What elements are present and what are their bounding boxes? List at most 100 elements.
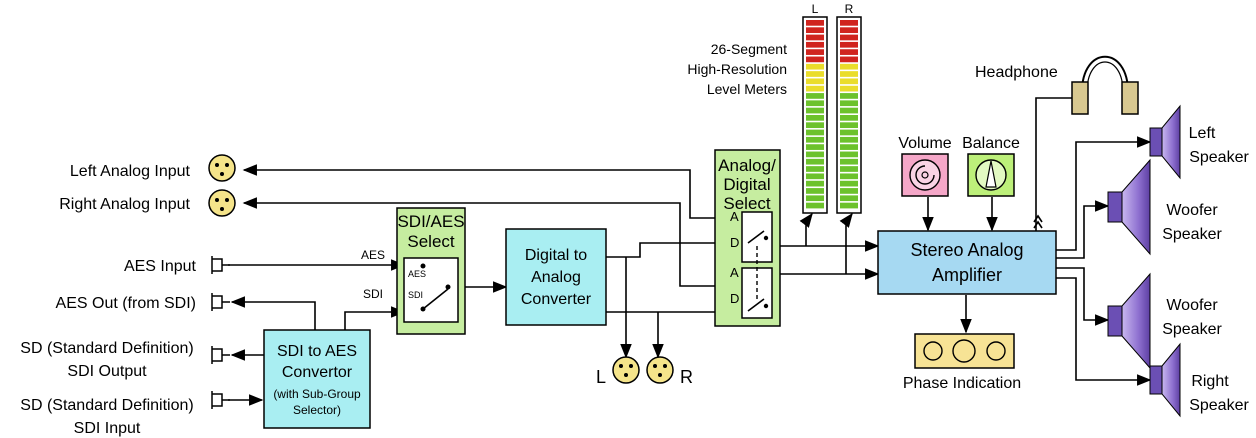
meter-segment — [806, 173, 824, 180]
meter-segment — [840, 136, 858, 143]
meter-segment — [806, 188, 824, 194]
meter-segment — [806, 34, 824, 41]
ad-a-top-label: A — [730, 209, 739, 224]
meter-segment — [806, 71, 824, 77]
meter-segment — [806, 144, 824, 150]
switch-sdi-label: SDI — [408, 290, 423, 300]
convertor-line3: (with Sub-Group — [273, 387, 361, 401]
amplifier-line2: Amplifier — [932, 265, 1002, 285]
meter-segment — [840, 93, 858, 99]
meter-segment — [840, 188, 858, 194]
dac-line3: Converter — [521, 291, 592, 308]
right-speaker-label-line1: Right — [1191, 373, 1229, 390]
meter-segment — [840, 151, 858, 158]
convertor-line4: Selector) — [293, 403, 341, 417]
balance-label: Balance — [962, 135, 1020, 152]
sdi-aes-select: SDI/AES Select AES SDI — [396, 207, 466, 335]
meter-segment — [840, 78, 858, 85]
meter-segment — [806, 129, 824, 136]
dac-output-left-label: L — [596, 367, 606, 387]
analog-digital-select: Analog/ Digital Select A D A D — [714, 149, 781, 327]
volume-label: Volume — [898, 135, 951, 152]
meter-segment — [840, 144, 858, 150]
meter-segment — [840, 56, 858, 63]
meter-segment — [840, 173, 858, 180]
sd-input-label-line1: SD (Standard Definition) — [20, 397, 193, 414]
meter-segment — [840, 158, 858, 165]
level-meter-left — [802, 16, 828, 214]
meters-caption-line2: High-Resolution — [687, 61, 787, 77]
meters-caption-line3: Level Meters — [707, 81, 787, 97]
left-speaker-label-line2: Speaker — [1189, 149, 1249, 166]
bnc-connector-icon — [211, 391, 230, 409]
meter-segment — [840, 100, 858, 107]
meter-segment — [840, 129, 858, 136]
sdi-wire-label: SDI — [363, 287, 383, 301]
ad-d-bottom-label: D — [730, 291, 739, 306]
woofer1-label-line2: Speaker — [1162, 226, 1222, 243]
meter-segment — [806, 49, 824, 55]
meter-segment — [840, 71, 858, 77]
woofer-speaker-icon — [1107, 272, 1151, 370]
meter-segment — [806, 93, 824, 99]
meter-segment — [806, 158, 824, 165]
meter-segment — [806, 20, 824, 26]
meter-segment — [840, 27, 858, 34]
meter-segment — [840, 34, 858, 41]
dac-line1: Digital to — [525, 247, 587, 264]
bnc-connector-icon — [211, 346, 230, 364]
balance-knob-icon[interactable] — [967, 153, 1015, 197]
meter-right-label: R — [845, 2, 854, 16]
meter-segment — [806, 115, 824, 121]
meter-segment — [806, 151, 824, 158]
meter-segment — [840, 166, 858, 172]
meter-segment — [840, 49, 858, 55]
xlr-connector-icon — [208, 189, 236, 217]
meter-segment — [806, 56, 824, 63]
meter-segment — [806, 85, 824, 92]
meter-segment — [806, 78, 824, 85]
ad-d-top-label: D — [730, 235, 739, 250]
meter-segment — [806, 41, 824, 48]
ad-select-title2: Digital — [723, 175, 770, 194]
meter-segment — [840, 20, 858, 26]
xlr-connector-icon — [208, 154, 236, 182]
meter-segment — [840, 115, 858, 121]
meter-segment — [840, 180, 858, 187]
ad-a-bottom-label: A — [730, 265, 739, 280]
dac-line2: Analog — [531, 269, 581, 286]
meter-segment — [840, 63, 858, 70]
headphone-label: Headphone — [975, 64, 1058, 81]
volume-knob-icon[interactable] — [901, 153, 949, 197]
ad-select-title1: Analog/ — [718, 156, 776, 175]
stereo-analog-amplifier: Stereo Analog Amplifier — [877, 230, 1057, 295]
woofer2-label-line2: Speaker — [1162, 321, 1222, 338]
sd-input-label-line2: SDI Input — [74, 420, 141, 437]
aes-wire-label: AES — [361, 248, 385, 262]
aes-input-label: AES Input — [124, 258, 197, 275]
amplifier-line1: Stereo Analog — [910, 240, 1023, 260]
headphone-icon — [1071, 55, 1139, 115]
right-analog-input-label: Right Analog Input — [59, 196, 190, 213]
meter-left-label: L — [812, 2, 819, 16]
meter-segment — [840, 107, 858, 114]
meter-segment — [840, 122, 858, 129]
meter-segment — [840, 41, 858, 48]
woofer2-label-line1: Woofer — [1166, 297, 1218, 314]
meter-segment — [806, 180, 824, 187]
bnc-connector-icon — [211, 293, 230, 311]
xlr-output-right-icon — [646, 356, 674, 384]
convertor-line2: Convertor — [282, 364, 353, 381]
meter-segment — [806, 107, 824, 114]
woofer-speaker-icon — [1107, 158, 1151, 256]
switch-aes-label: AES — [408, 269, 426, 279]
sdi-aes-select-title2: Select — [407, 232, 455, 251]
level-meter-right — [836, 16, 862, 214]
right-speaker-label-line2: Speaker — [1189, 397, 1249, 414]
sd-output-label-line2: SDI Output — [67, 363, 147, 380]
left-speaker-icon — [1149, 104, 1181, 180]
aes-out-label: AES Out (from SDI) — [56, 295, 196, 312]
woofer1-label-line1: Woofer — [1166, 202, 1218, 219]
convertor-line1: SDI to AES — [277, 343, 357, 360]
